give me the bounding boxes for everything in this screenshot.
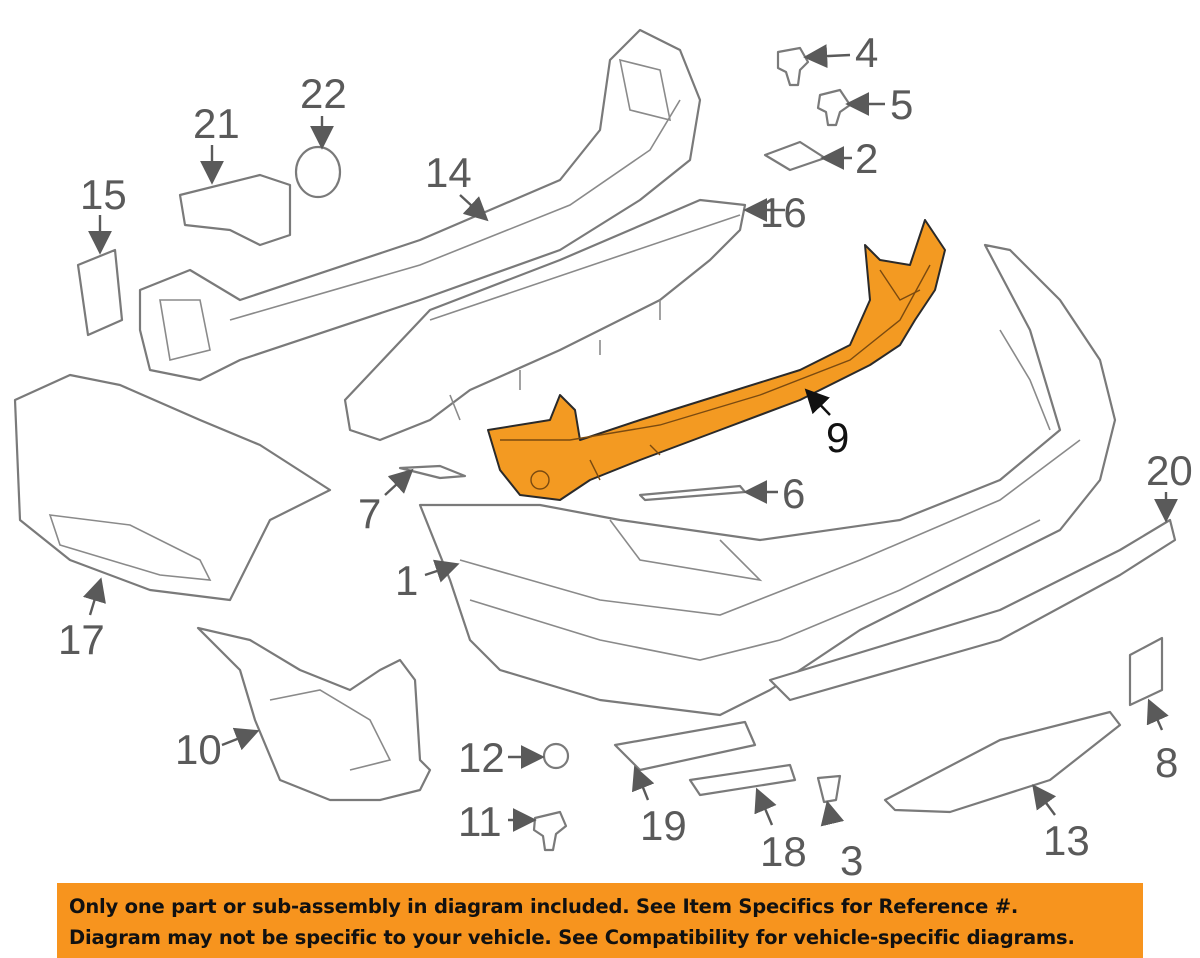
part-5-bolt	[816, 88, 852, 127]
callout-6: 6	[782, 470, 805, 517]
part-11-bolt	[532, 810, 568, 852]
part-15-seal	[76, 248, 124, 337]
part-3-clip	[816, 774, 842, 804]
part-2-nut	[763, 140, 827, 172]
disclaimer-line-1: Only one part or sub-assembly in diagram…	[69, 895, 1019, 918]
callout-4: 4	[855, 29, 878, 76]
part-1-bumper-cover	[418, 243, 1117, 717]
part-12-nut	[542, 742, 570, 770]
callout-7: 7	[358, 490, 381, 537]
part-7-pad	[398, 464, 467, 480]
part-14-impact-bar	[138, 28, 702, 382]
callout-14: 14	[425, 149, 472, 196]
part-4-bolt	[776, 46, 810, 87]
callout-13: 13	[1043, 817, 1090, 864]
callout-9: 9	[826, 414, 849, 461]
callout-21: 21	[193, 100, 240, 147]
disclaimer-line-2: Diagram may not be specific to your vehi…	[69, 926, 1075, 949]
callout-10: 10	[175, 726, 222, 773]
callout-5: 5	[890, 81, 913, 128]
callout-12: 12	[458, 734, 505, 781]
callout-1: 1	[395, 557, 418, 604]
callout-2: 2	[855, 135, 878, 182]
callout-16: 16	[760, 189, 807, 236]
part-16-energy-absorber	[343, 198, 747, 442]
part-22-sensor-ring	[294, 145, 342, 199]
callout-3: 3	[840, 837, 863, 884]
part-10-detail	[269, 689, 392, 771]
part-17-detail	[48, 514, 212, 581]
callout-15: 15	[80, 171, 127, 218]
part-8-cover	[1128, 636, 1164, 707]
disclaimer-banner: Only one part or sub-assembly in diagram…	[57, 883, 1143, 958]
callout-18: 18	[760, 828, 807, 875]
part-21-sensor	[178, 173, 292, 247]
callout-11: 11	[458, 798, 502, 845]
part-18-trim	[688, 763, 797, 797]
part-20-molding	[768, 518, 1177, 702]
callout-19: 19	[640, 802, 687, 849]
callout-20: 20	[1146, 447, 1193, 494]
part-17-side-bracket	[13, 373, 332, 602]
part-19-reflector	[613, 720, 757, 772]
part-6-strip	[638, 484, 747, 502]
callout-8: 8	[1155, 739, 1178, 786]
part-9-bumper-bracket-highlighted	[487, 219, 946, 501]
callout-17: 17	[58, 616, 105, 663]
callout-arrows	[82, 44, 1178, 832]
part-10-side-support	[196, 626, 432, 802]
part-13-diffuser	[883, 710, 1122, 814]
callout-22: 22	[300, 70, 347, 117]
